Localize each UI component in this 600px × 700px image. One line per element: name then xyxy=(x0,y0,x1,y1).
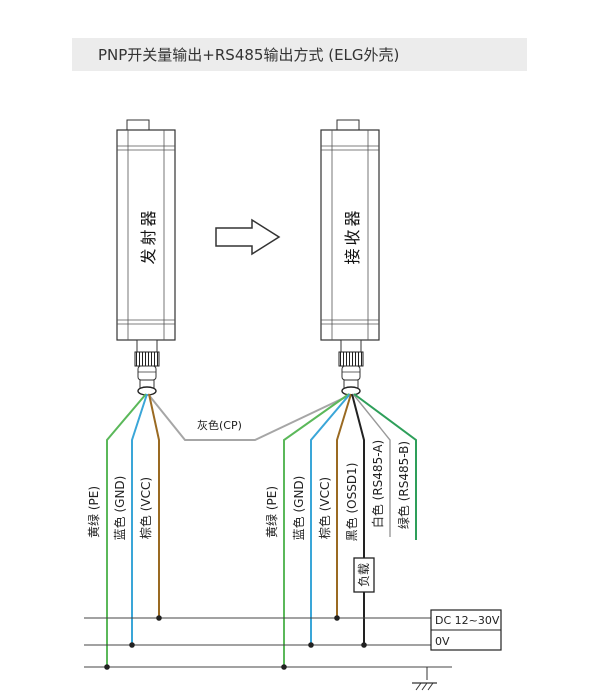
wire-gray-cp xyxy=(147,393,351,441)
receiver-wire-blue xyxy=(310,393,351,645)
receiver-wire-label-rs485b: 绿色 (RS485-B) xyxy=(396,441,411,529)
receiver-wire-label-ossd1: 黑色 (OSSD1) xyxy=(345,463,359,542)
emitter-wire-label-gnd: 蓝色 (GND) xyxy=(113,476,127,541)
receiver-wire-label-gnd: 蓝色 (GND) xyxy=(292,476,306,541)
receiver-wire-label-rs485a: 白色 (RS485-A) xyxy=(370,440,385,528)
receiver-wire-label-vcc: 棕色 (VCC) xyxy=(317,477,332,539)
emitter-wire-yellow-green xyxy=(106,393,147,667)
receiver-wire-white xyxy=(352,393,391,537)
emitter-wire-label-pe: 黄绿 (PE) xyxy=(86,486,101,538)
load-label: 负载 xyxy=(357,563,371,587)
ground-icon xyxy=(412,667,437,691)
page-title: PNP开关量输出+RS485输出方式 (ELG外壳) xyxy=(98,46,400,64)
load-box: 负载 xyxy=(353,557,375,593)
receiver-wire-yellow-green xyxy=(283,393,350,667)
receiver-wire-brown xyxy=(336,393,352,618)
receiver-wire-black xyxy=(351,393,365,558)
emitter-wire-blue xyxy=(131,393,148,645)
title-bar: PNP开关量输出+RS485输出方式 (ELG外壳) xyxy=(72,38,527,71)
direction-arrow-icon xyxy=(215,218,281,256)
emitter-unit: 发射器 xyxy=(116,119,176,396)
receiver-wire-label-pe: 黄绿 (PE) xyxy=(264,486,279,538)
emitter-wire-brown xyxy=(148,393,160,618)
emitter-label: 发射器 xyxy=(139,207,158,264)
receiver-wire-green xyxy=(353,393,417,540)
emitter-wire-label-vcc: 棕色 (VCC) xyxy=(138,477,153,539)
gray-wire-label: 灰色(CP) xyxy=(197,418,242,432)
receiver-label: 接收器 xyxy=(343,207,362,264)
supply-voltage-label: DC 12~30V xyxy=(435,614,500,627)
power-supply-box: DC 12~30V 0V xyxy=(430,609,502,651)
receiver-unit: 接收器 xyxy=(320,119,380,396)
zero-volt-label: 0V xyxy=(435,635,450,648)
